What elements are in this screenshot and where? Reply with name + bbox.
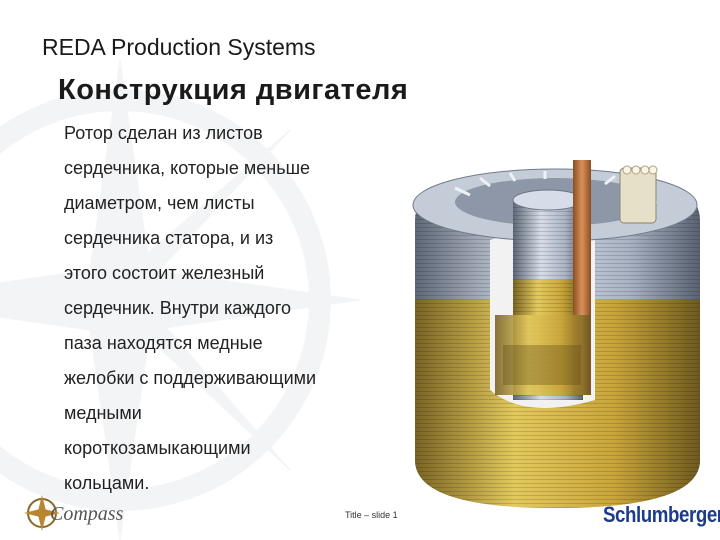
footer-logo-text: Compass xyxy=(50,503,124,525)
body-line: сердечника, которые меньше xyxy=(64,158,311,178)
body-line: медными xyxy=(64,403,142,423)
slide-title: Конструкция двигателя xyxy=(58,74,409,106)
body-text: Ротор сделан из листов сердечника, котор… xyxy=(64,116,354,501)
footer-slide-label: Title – slide 1 xyxy=(345,510,398,520)
motor-cutaway-icon xyxy=(412,160,700,508)
body-line: диаметром, чем листы xyxy=(64,193,255,213)
body-line: сердечника статора, и из xyxy=(64,228,274,248)
body-line: кольцами. xyxy=(64,473,150,493)
header-title: REDA Production Systems xyxy=(42,34,316,60)
body-line: желобки с поддерживающими xyxy=(64,368,317,388)
body-line: Ротор сделан из листов xyxy=(64,123,263,143)
body-line: сердечник. Внутри каждого xyxy=(64,298,292,318)
brand-logo: Schlumberger xyxy=(603,502,720,527)
body-line: этого состоит железный xyxy=(64,263,265,283)
compass-logo-icon xyxy=(24,495,60,531)
body-line: короткозамыкающими xyxy=(64,438,251,458)
body-line: паза находятся медные xyxy=(64,333,263,353)
